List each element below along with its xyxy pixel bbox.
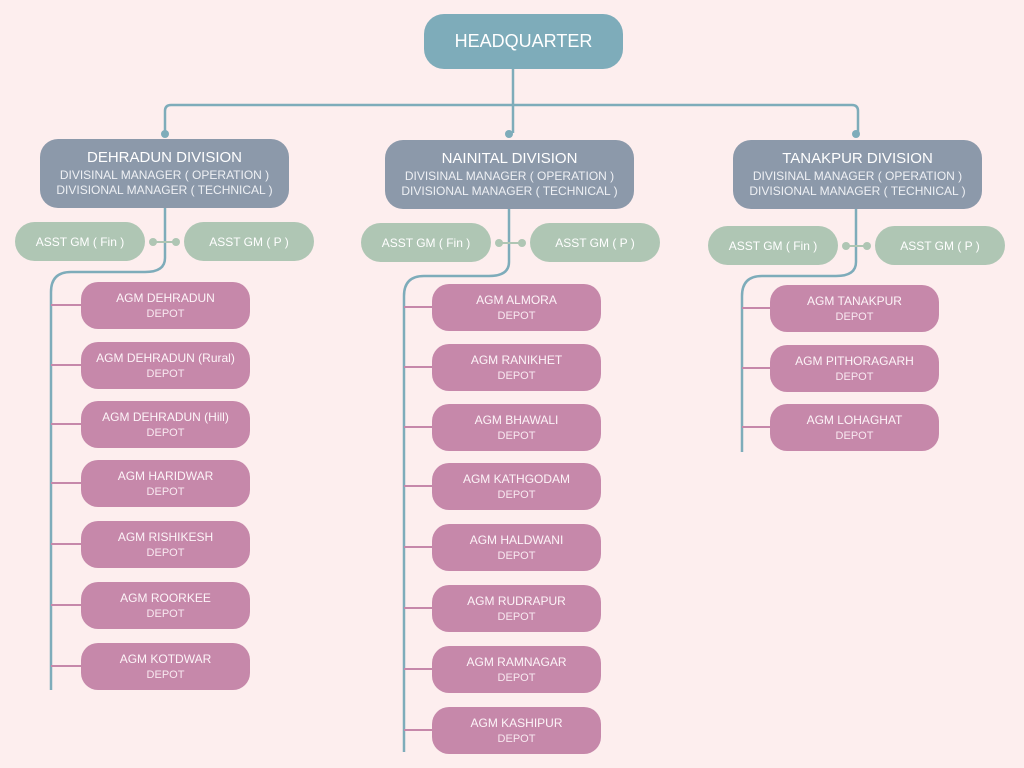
depot-type: DEPOT [146, 427, 185, 439]
depot-node: AGM HARIDWAR DEPOT [81, 460, 250, 507]
depot-type: DEPOT [835, 371, 874, 383]
headquarter-label: HEADQUARTER [454, 31, 593, 51]
depot-type: DEPOT [146, 308, 185, 320]
depot-name: AGM PITHORAGARH [795, 354, 914, 368]
asst-gm-p-node: ASST GM ( P ) [530, 223, 660, 262]
depot-name: AGM ALMORA [476, 293, 557, 307]
assistant-label: ASST GM ( P ) [555, 235, 635, 250]
depot-name: AGM DEHRADUN (Rural) [96, 351, 235, 365]
connector-dot [495, 239, 503, 247]
division-role: DIVISINAL MANAGER ( OPERATION ) [59, 168, 270, 182]
depot-name: AGM ROORKEE [120, 591, 211, 605]
connector-dot [518, 239, 526, 247]
depot-type: DEPOT [146, 368, 185, 380]
depot-name: AGM LOHAGHAT [806, 413, 903, 427]
division-name: TANAKPUR DIVISION [782, 150, 933, 167]
headquarter-node: HEADQUARTER [424, 14, 623, 69]
depot-node: AGM RUDRAPUR DEPOT [432, 585, 601, 632]
depot-type: DEPOT [497, 550, 536, 562]
connector-dot [505, 130, 513, 138]
depot-name: AGM DEHRADUN [116, 291, 215, 305]
depot-node: AGM PITHORAGARH DEPOT [770, 345, 939, 392]
depot-type: DEPOT [497, 672, 536, 684]
depot-type: DEPOT [146, 608, 185, 620]
depot-type: DEPOT [835, 311, 874, 323]
depot-type: DEPOT [497, 611, 536, 623]
division-node: DEHRADUN DIVISION DIVISINAL MANAGER ( OP… [40, 139, 289, 208]
asst-gm-fin-node: ASST GM ( Fin ) [708, 226, 838, 265]
depot-name: AGM HARIDWAR [117, 469, 214, 483]
connector-dot [842, 242, 850, 250]
depot-node: AGM TANAKPUR DEPOT [770, 285, 939, 332]
division-name: DEHRADUN DIVISION [86, 149, 243, 166]
assistant-label: ASST GM ( Fin ) [35, 234, 125, 249]
depot-node: AGM RAMNAGAR DEPOT [432, 646, 601, 693]
depot-type: DEPOT [146, 547, 185, 559]
assistant-label: ASST GM ( Fin ) [728, 238, 818, 253]
connector-dot [161, 130, 169, 138]
depot-node: AGM LOHAGHAT DEPOT [770, 404, 939, 451]
division-bus-line [163, 103, 860, 134]
division-role: DIVISIONAL MANAGER ( TECHNICAL ) [749, 184, 966, 198]
depot-name: AGM RANIKHET [470, 353, 563, 367]
asst-gm-p-node: ASST GM ( P ) [184, 222, 314, 261]
depot-node: AGM KOTDWAR DEPOT [81, 643, 250, 690]
depot-type: DEPOT [146, 669, 185, 681]
depot-node: AGM DEHRADUN (Rural) DEPOT [81, 342, 250, 389]
assistant-label: ASST GM ( P ) [900, 238, 980, 253]
division-role: DIVISIONAL MANAGER ( TECHNICAL ) [56, 183, 273, 197]
depot-node: AGM BHAWALI DEPOT [432, 404, 601, 451]
asst-gm-fin-node: ASST GM ( Fin ) [15, 222, 145, 261]
depot-name: AGM HALDWANI [469, 533, 564, 547]
connector-dot [149, 238, 157, 246]
depot-name: AGM KATHGODAM [462, 472, 571, 486]
depot-node: AGM RISHIKESH DEPOT [81, 521, 250, 568]
assistant-label: ASST GM ( Fin ) [381, 235, 471, 250]
depot-type: DEPOT [146, 486, 185, 498]
depot-name: AGM KOTDWAR [119, 652, 212, 666]
asst-gm-fin-node: ASST GM ( Fin ) [361, 223, 491, 262]
division-node: TANAKPUR DIVISION DIVISINAL MANAGER ( OP… [733, 140, 982, 209]
depot-name: AGM RISHIKESH [117, 530, 214, 544]
depot-type: DEPOT [497, 489, 536, 501]
assistant-label: ASST GM ( P ) [209, 234, 289, 249]
division-role: DIVISINAL MANAGER ( OPERATION ) [752, 169, 963, 183]
division-spine [49, 200, 167, 690]
division-name: NAINITAL DIVISION [441, 150, 578, 167]
depot-type: DEPOT [497, 733, 536, 745]
asst-gm-p-node: ASST GM ( P ) [875, 226, 1005, 265]
depot-node: AGM KASHIPUR DEPOT [432, 707, 601, 754]
depot-node: AGM DEHRADUN (Hill) DEPOT [81, 401, 250, 448]
division-role: DIVISINAL MANAGER ( OPERATION ) [404, 169, 615, 183]
depot-type: DEPOT [497, 430, 536, 442]
depot-node: AGM ALMORA DEPOT [432, 284, 601, 331]
depot-name: AGM DEHRADUN (Hill) [102, 410, 229, 424]
depot-node: AGM DEHRADUN DEPOT [81, 282, 250, 329]
depot-node: AGM RANIKHET DEPOT [432, 344, 601, 391]
depot-name: AGM RUDRAPUR [467, 594, 566, 608]
depot-node: AGM ROORKEE DEPOT [81, 582, 250, 629]
depot-name: AGM RAMNAGAR [466, 655, 567, 669]
connector-dot [172, 238, 180, 246]
depot-node: AGM HALDWANI DEPOT [432, 524, 601, 571]
depot-type: DEPOT [497, 310, 536, 322]
division-spine [402, 200, 511, 752]
depot-type: DEPOT [497, 370, 536, 382]
connector-dot [863, 242, 871, 250]
depot-node: AGM KATHGODAM DEPOT [432, 463, 601, 510]
depot-type: DEPOT [835, 430, 874, 442]
connector-dot [852, 130, 860, 138]
division-node: NAINITAL DIVISION DIVISINAL MANAGER ( OP… [385, 140, 634, 209]
depot-name: AGM KASHIPUR [470, 716, 563, 730]
division-role: DIVISIONAL MANAGER ( TECHNICAL ) [401, 184, 618, 198]
division-spine [740, 200, 858, 452]
depot-name: AGM TANAKPUR [807, 294, 902, 308]
depot-name: AGM BHAWALI [474, 413, 559, 427]
